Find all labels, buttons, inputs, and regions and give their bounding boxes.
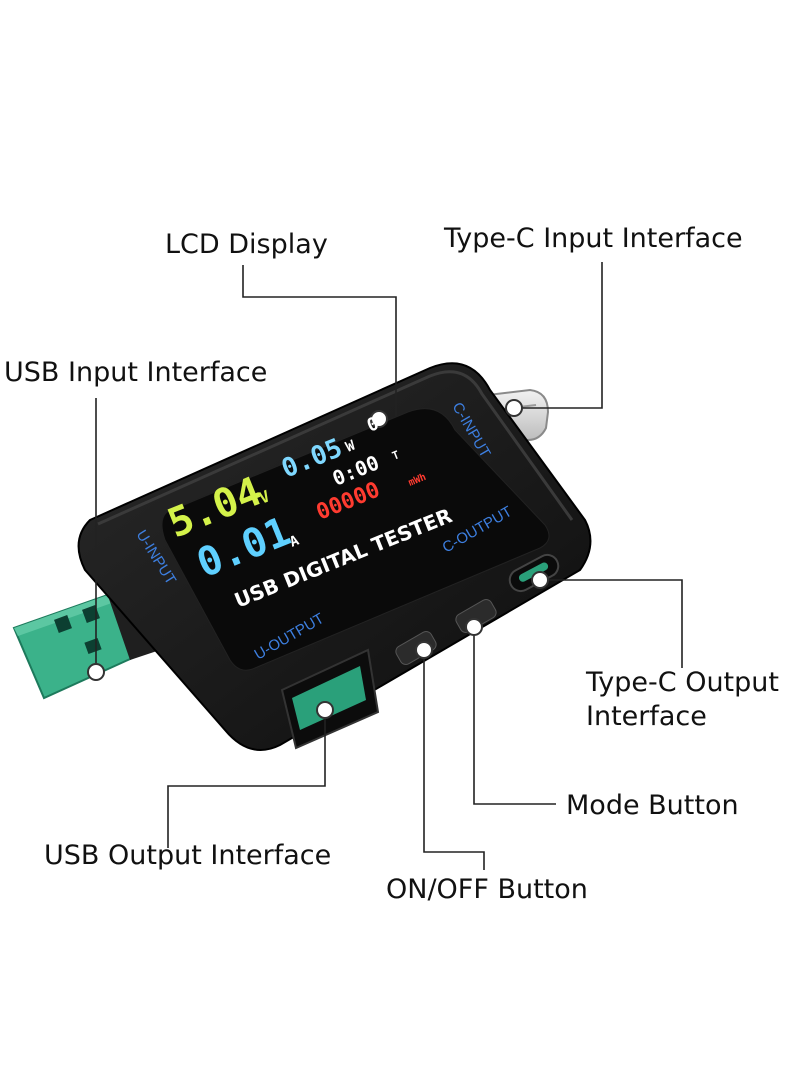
on-off-dot [415, 641, 433, 659]
usb-input-label: USB Input Interface [4, 357, 268, 388]
usb-output-leader [167, 710, 326, 848]
on-off-button-label: ON/OFF Button [386, 874, 588, 905]
usb-a-output-port [280, 648, 380, 750]
usb-output-dot [316, 701, 334, 719]
on-off-leader [423, 650, 485, 870]
type-c-output-port [508, 553, 560, 593]
leader-lines [95, 262, 683, 870]
type-c-output-label-line2: Interface [586, 701, 707, 732]
type-c-output-label-line1: Type-C Output [586, 667, 779, 698]
tester-body [77, 362, 592, 751]
lcd-display-leader [242, 265, 397, 416]
type-c-output-dot [531, 571, 549, 589]
type-c-input-label: Type-C Input Interface [444, 223, 743, 254]
mode-button-label: Mode Button [566, 790, 739, 821]
type-c-input-dot [505, 399, 523, 417]
mode-button-leader [473, 627, 556, 805]
time-unit: T [390, 448, 401, 463]
type-c-output-leader [540, 579, 683, 668]
callout-dots [87, 399, 549, 719]
usb-input-dot [87, 663, 105, 681]
lcd-display-dot [370, 410, 388, 428]
lcd-display-label: LCD Display [165, 229, 328, 260]
usb-output-label: USB Output Interface [44, 840, 332, 871]
mode-button-dot [465, 618, 483, 636]
type-c-input-leader [514, 262, 603, 409]
